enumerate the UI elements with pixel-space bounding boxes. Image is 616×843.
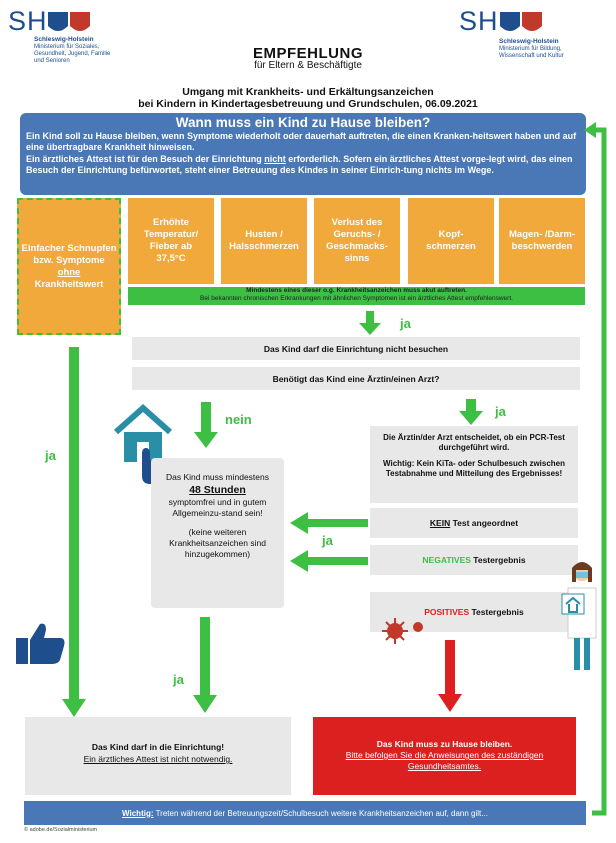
symptom-note: Mindestens eines dieser o.g. Krankheitsa… [128, 287, 585, 305]
label-ja: ja [400, 316, 411, 331]
image-credit: © adobe.de/Sozialministerium [24, 827, 98, 833]
arrow-down-icon [359, 311, 381, 335]
doctor-icon [561, 562, 597, 670]
label-ja: ja [173, 672, 184, 687]
symptom-stomach: Magen- /Darm-beschwerden [499, 198, 585, 284]
symptom-headache: Kopf-schmerzen [408, 198, 494, 284]
no-test-box: KEIN Test angeordnet [370, 508, 578, 538]
intro-paragraph-1: Ein Kind soll zu Hause bleiben, wenn Sym… [26, 131, 577, 152]
topic: Umgang mit Krankheits- und Erkältungsanz… [138, 86, 478, 110]
stay-home-box: Das Kind muss zu Hause bleiben. Bitte be… [313, 717, 576, 795]
label-ja: ja [45, 448, 56, 463]
coat-of-arms-icon [500, 12, 542, 31]
arrow-down-icon [62, 347, 86, 717]
intro-box: Wann muss ein Kind zu Hause bleiben? Ein… [20, 113, 586, 195]
arrow-down-icon [194, 402, 218, 448]
page-subtitle: für Eltern & Beschäftigte [254, 60, 362, 71]
footer-note: Wichtig: Treten während der Betreuungsze… [24, 801, 586, 825]
arrow-down-icon [459, 399, 483, 425]
label-ja: ja [495, 404, 506, 419]
intro-paragraph-2: Ein ärztliches Attest ist für den Besuch… [26, 154, 573, 175]
arrow-left-icon [290, 550, 368, 572]
intro-question: Wann muss ein Kind zu Hause bleiben? [175, 115, 431, 130]
need-doctor-box: Benötigt das Kind eine Ärztin/einen Arzt… [132, 367, 580, 390]
symptom-fever: Erhöhte Temperatur/ Fieber ab 37,5°C [128, 198, 214, 284]
symptom-cough: Husten / Halsschmerzen [221, 198, 307, 284]
arrow-left-icon [290, 512, 368, 534]
positive-result-box: POSITIVES Testergebnis [370, 592, 578, 632]
label-ja: ja [322, 533, 333, 548]
negative-result-box: NEGATIVES Testergebnis [370, 545, 578, 575]
arrow-down-icon [193, 617, 217, 713]
wait-48h-box: Das Kind muss mindestens 48 Stunden symp… [151, 458, 284, 608]
arrow-down-icon [438, 640, 462, 712]
coat-of-arms-icon [48, 12, 90, 31]
doctor-decides-box: Die Ärztin/der Arzt entscheidet, ob ein … [370, 426, 578, 503]
no-visit-box: Das Kind darf die Einrichtung nicht besu… [132, 337, 580, 360]
page-title: EMPFEHLUNG [253, 45, 363, 62]
label-nein: nein [225, 412, 252, 427]
loop-arrow [584, 122, 607, 816]
logo-left-sh: SH [8, 6, 48, 36]
thumbs-up-icon [16, 623, 65, 664]
may-attend-box: Das Kind darf in die Einrichtung! Ein är… [25, 717, 291, 795]
symptom-smell-loss: Verlust des Geruchs- / Geschmacks-sinns [314, 198, 400, 284]
logo-right-sh: SH [459, 6, 499, 36]
virus-icon [382, 618, 423, 644]
